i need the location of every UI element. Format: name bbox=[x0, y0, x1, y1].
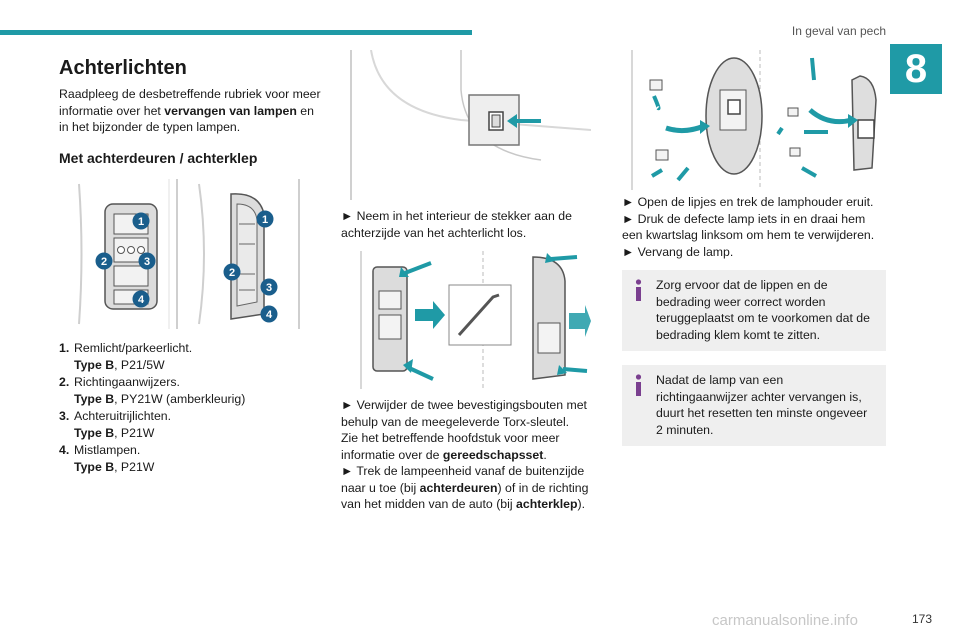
callout-1-doors: 1 bbox=[138, 216, 144, 228]
step-pull-light-unit: ► Trek de lampeenheid vanaf de buitenzij… bbox=[341, 464, 589, 511]
chapter-number-tab: 8 bbox=[890, 44, 942, 94]
bulb-legend: 1. Remlicht/parkeerlicht.Type B, P21/5W … bbox=[59, 340, 321, 475]
step-remove-bulb: ► Druk de defecte lamp iets in en draai … bbox=[622, 211, 875, 243]
lampholder-illustration bbox=[631, 50, 877, 190]
lampholder-diagram bbox=[622, 50, 887, 190]
column-bulb-replacement: ► Open de lipjes en trek de lamphouder e… bbox=[622, 50, 887, 446]
subtitle-rear-doors-tailgate: Met achterdeuren / achterklep bbox=[59, 149, 258, 166]
step-disconnect-connector: ► Neem in het interieur de stekker aan d… bbox=[341, 209, 572, 240]
callout-2-doors: 2 bbox=[101, 256, 107, 268]
legend-item-3: 3. Achteruitrijlichten.Type B, P21W bbox=[59, 409, 172, 440]
info-icon bbox=[635, 279, 642, 301]
torx-removal-illustration bbox=[360, 251, 591, 389]
legend-item-4: 4. Mistlampen.Type B, P21W bbox=[59, 443, 155, 474]
column-rear-lights: Achterlichten Raadpleeg de desbetreffend… bbox=[59, 56, 321, 476]
info-icon bbox=[635, 374, 642, 396]
step-remove-bolts: ► Verwijder de twee bevestigingsbouten m… bbox=[341, 398, 587, 429]
legend-item-1: 1. Remlicht/parkeerlicht.Type B, P21/5W bbox=[59, 341, 193, 372]
torx-removal-diagram bbox=[341, 251, 591, 389]
callout-4-tailgate: 4 bbox=[266, 309, 273, 321]
page-title: Achterlichten bbox=[59, 57, 187, 79]
step-replace-bulb: ► Vervang de lamp. bbox=[622, 244, 734, 259]
section-title: In geval van pech bbox=[791, 24, 886, 38]
rear-light-illustration: 1 2 3 4 1 2 3 4 bbox=[78, 179, 300, 329]
callout-2-tailgate: 2 bbox=[229, 267, 235, 279]
connector-illustration bbox=[350, 49, 592, 200]
header-accent-bar bbox=[0, 30, 472, 35]
info-box-wiring: Zorg ervoor dat de lippen en de bedradin… bbox=[622, 270, 886, 351]
info-box-indicator-reset: Nadat de lamp van een richtingaanwijzer … bbox=[622, 365, 886, 446]
watermark: carmanualsonline.info bbox=[712, 612, 858, 629]
column-removal-steps: ► Neem in het interieur de stekker aan d… bbox=[341, 49, 592, 513]
toolkit-reference: Zie het betreffende hoofdstuk voor meer … bbox=[341, 431, 560, 462]
page-number: 173 bbox=[911, 612, 932, 626]
legend-item-2: 2. Richtingaanwijzers.Type B, PY21W (amb… bbox=[59, 375, 246, 406]
step-open-clips: ► Open de lipjes en trek de lamphouder e… bbox=[622, 195, 874, 209]
connector-diagram bbox=[341, 49, 592, 200]
callout-1-tailgate: 1 bbox=[262, 214, 268, 226]
callout-3-tailgate: 3 bbox=[266, 282, 272, 294]
rear-light-diagram: 1 2 3 4 1 2 3 4 bbox=[59, 174, 321, 332]
callout-4-doors: 4 bbox=[138, 294, 145, 306]
info-text-wiring: Zorg ervoor dat de lippen en de bedradin… bbox=[656, 278, 870, 342]
intro-paragraph: Raadpleeg de desbetreffende rubriek voor… bbox=[59, 87, 321, 134]
info-text-indicator-reset: Nadat de lamp van een richtingaanwijzer … bbox=[656, 373, 868, 437]
callout-3-doors: 3 bbox=[144, 256, 150, 268]
